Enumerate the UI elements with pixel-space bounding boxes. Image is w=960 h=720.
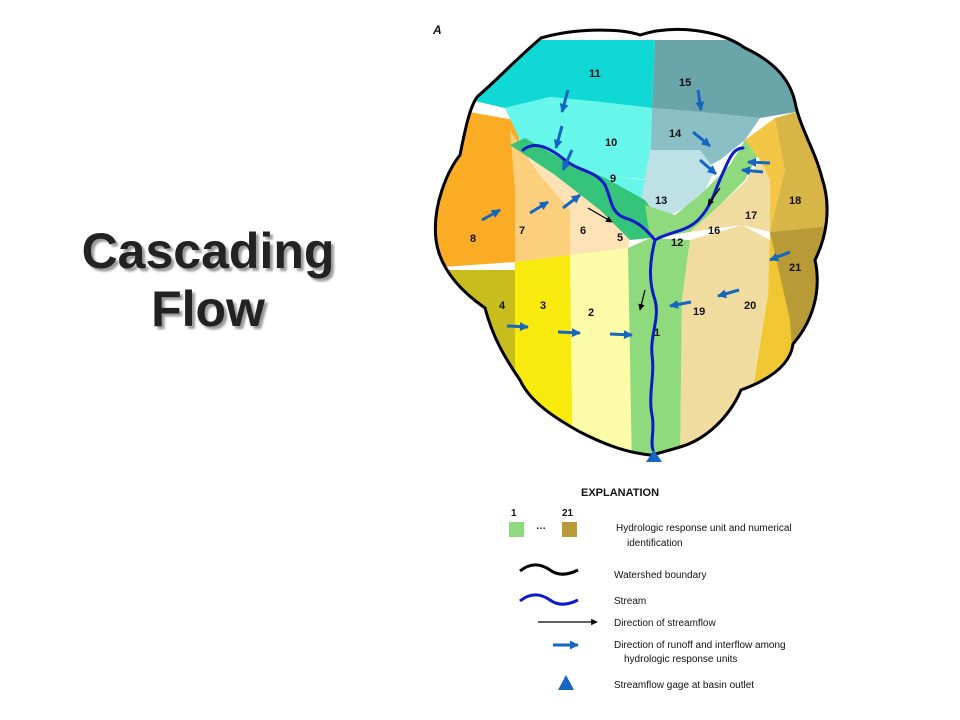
hru-label: 20 (744, 300, 756, 312)
runoff-arrow (506, 322, 529, 332)
hru-7 (510, 130, 570, 262)
title-line-2: Flow (151, 281, 265, 337)
streamflow-arrow (707, 187, 721, 206)
legend-title: EXPLANATION (581, 487, 659, 499)
runoff-arrow (747, 157, 771, 167)
legend-gage-icon (558, 675, 574, 690)
legend-runoff-text-line1: Direction of runoff and interflow among (614, 640, 786, 651)
legend-hru-text-line2: identification (627, 538, 683, 549)
streamflow-arrow (587, 207, 613, 223)
runoff-arrow (741, 166, 764, 176)
hru-16 (690, 160, 770, 232)
hru-label: 15 (679, 77, 691, 89)
hru-label: 13 (655, 195, 667, 207)
legend-hru-first-swatch (509, 522, 524, 537)
hru-label: 5 (617, 232, 623, 244)
streamflow-arrow (638, 289, 646, 311)
hru-label: 14 (669, 128, 682, 140)
hru-label: 6 (580, 225, 586, 237)
hru-label: 9 (610, 173, 616, 185)
legend-hru-text-line1: Hydrologic response unit and numerical (616, 523, 792, 534)
hru-10 (505, 97, 652, 180)
runoff-arrow (695, 89, 705, 111)
legend-stream-text: Stream (614, 596, 646, 607)
legend-stream-swatch (519, 593, 579, 606)
runoff-arrow (559, 89, 570, 113)
runoff-arrows (481, 89, 791, 340)
runoff-arrow (669, 300, 692, 309)
legend-hru-ellipsis: … (536, 521, 546, 532)
hru-11 (470, 40, 655, 108)
hru-label: 21 (789, 262, 801, 274)
legend-boundary-swatch (519, 563, 579, 576)
title-line-1: Cascading (81, 223, 335, 279)
streamflow-gage-icon (646, 450, 662, 462)
hru-label: 1 (654, 327, 660, 339)
runoff-arrow (557, 328, 581, 338)
legend-hru-first-number: 1 (511, 508, 517, 519)
legend: EXPLANATION 1 21 … Hydrologic response u… (509, 487, 792, 691)
hru-label: 2 (588, 307, 594, 319)
hru-5 (510, 138, 665, 240)
hru-label: 12 (671, 237, 683, 249)
runoff-arrow (562, 193, 581, 210)
runoff-arrow (717, 288, 740, 299)
runoff-arrow (699, 158, 717, 176)
hru-label: 17 (745, 210, 757, 222)
hru-labels: 1 2 3 4 5 6 7 8 9 10 11 12 13 14 15 16 1… (470, 68, 801, 339)
runoff-arrow (553, 125, 564, 149)
hru-label: 19 (693, 306, 705, 318)
hru-label: 7 (519, 225, 525, 237)
runoff-arrow (692, 130, 711, 148)
legend-gage-text: Streamflow gage at basin outlet (614, 680, 754, 691)
hru-label: 8 (470, 233, 476, 245)
slide-title: Cascading Flow (58, 222, 358, 338)
runoff-arrow (481, 208, 501, 222)
legend-streamflow-text: Direction of streamflow (614, 618, 716, 629)
runoff-arrow (769, 250, 791, 262)
panel-label: A (432, 23, 442, 37)
hru-19 (680, 225, 770, 455)
hru-3 (515, 255, 573, 455)
hru-2 (570, 248, 632, 455)
legend-hru-last-swatch (562, 522, 577, 537)
hru-label: 16 (708, 225, 720, 237)
legend-boundary-text: Watershed boundary (614, 570, 706, 581)
hru-label: 4 (499, 300, 506, 312)
stream-west-branch (521, 144, 657, 242)
hru-label: 18 (789, 195, 801, 207)
stream-main (649, 238, 658, 452)
runoff-arrow (561, 149, 574, 171)
legend-runoff-text-line2: hydrologic response units (624, 654, 737, 665)
hru-label: 3 (540, 300, 546, 312)
runoff-arrow (529, 200, 549, 215)
runoff-arrow (609, 330, 633, 340)
hru-label: 10 (605, 137, 617, 149)
legend-hru-last-number: 21 (562, 508, 574, 519)
watershed-boundary (433, 28, 829, 457)
streamflow-arrows (587, 187, 721, 311)
hru-polygons (435, 40, 828, 455)
hru-label: 11 (589, 68, 601, 80)
hru-8 (435, 100, 530, 270)
